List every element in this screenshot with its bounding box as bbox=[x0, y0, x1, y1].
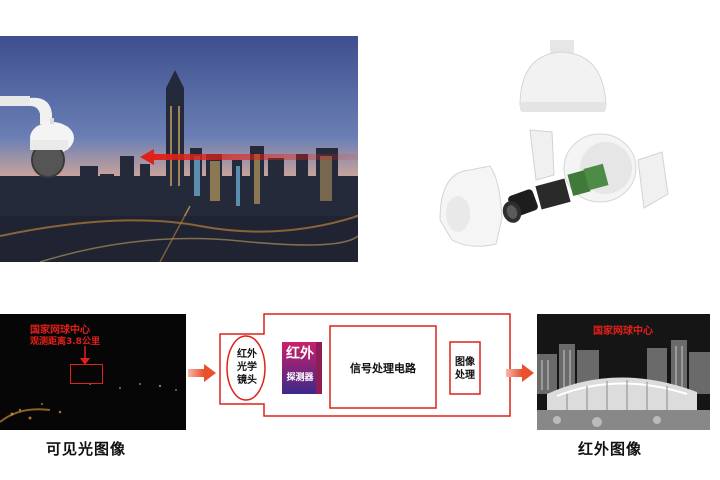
camera-exploded-view bbox=[430, 40, 720, 260]
visible-light-image: 国家网球中心 观测距离3.8公里 bbox=[0, 314, 186, 430]
thermal-location-label: 国家网球中心 bbox=[593, 326, 653, 337]
detector-label-line1: 红外 bbox=[286, 346, 314, 362]
flow-arrow-left bbox=[188, 364, 216, 382]
image-processing-label: 图像 处理 bbox=[450, 356, 480, 382]
visible-location-label: 国家网球中心 bbox=[30, 325, 90, 336]
lens-label: 红外 光学 镜头 bbox=[236, 348, 258, 387]
thermal-caption: 红外图像 bbox=[578, 440, 643, 458]
image-processing-line2: 处理 bbox=[455, 370, 475, 381]
thermal-image: 国家网球中心 bbox=[537, 314, 710, 430]
detector-label-line2: 探测器 bbox=[286, 373, 314, 383]
lens-label-line2: 光学 bbox=[237, 362, 257, 373]
image-processing-line1: 图像 bbox=[455, 357, 475, 368]
lens-label-line1: 红外 bbox=[237, 349, 257, 360]
city-night-photo bbox=[0, 36, 358, 262]
pointer-arrow bbox=[80, 346, 90, 365]
flow-arrow-right bbox=[506, 364, 534, 382]
camera-pipeline-diagram: 红外 光学 镜头 红外 探测器 信号处理电路 图像 处理 bbox=[216, 312, 512, 418]
visible-caption: 可见光图像 bbox=[46, 440, 127, 458]
target-box bbox=[70, 364, 103, 384]
lens-label-line3: 镜头 bbox=[237, 375, 257, 386]
visible-distance-label: 观测距离3.8公里 bbox=[30, 337, 100, 347]
signal-circuit-label: 信号处理电路 bbox=[350, 362, 416, 375]
